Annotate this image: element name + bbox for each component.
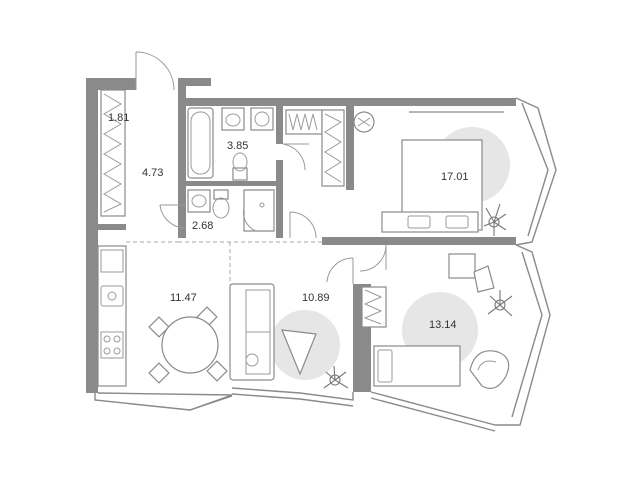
area-label-living: 10.89 — [302, 292, 330, 304]
desk — [448, 253, 495, 293]
zone-separators — [126, 241, 322, 285]
washing-machine — [250, 107, 274, 131]
armchair — [469, 350, 510, 389]
area-label-wardrobe: 1.81 — [108, 112, 129, 124]
shower — [243, 189, 275, 232]
bedroom-2-closet — [361, 286, 387, 328]
wc-toilet — [212, 189, 230, 219]
bathroom-toilet — [232, 152, 248, 181]
plant-living — [323, 365, 349, 389]
bathroom-sink — [221, 107, 245, 131]
doors — [135, 51, 387, 284]
area-label-wc: 2.68 — [192, 220, 213, 232]
wc-sink — [187, 189, 211, 213]
hall-closet — [100, 89, 126, 217]
coffee-table — [281, 329, 317, 376]
bedroom-1-closet — [285, 109, 345, 187]
bedroom-2-bed — [373, 345, 461, 387]
sofa — [229, 283, 275, 381]
bathtub — [187, 107, 214, 179]
bedroom-1-lamp — [353, 111, 375, 133]
area-label-hall: 4.73 — [142, 167, 163, 179]
area-label-bedroom-1: 17.01 — [441, 171, 469, 183]
area-label-bedroom-2: 13.14 — [429, 319, 457, 331]
area-label-kitchen-living: 11.47 — [170, 292, 197, 304]
dining-table — [148, 306, 228, 384]
bedroom-1-bed — [381, 139, 483, 233]
area-label-bathroom: 3.85 — [227, 140, 248, 152]
plant-bedroom-2 — [487, 290, 513, 317]
plant-bedroom-1 — [483, 203, 507, 236]
walls — [86, 78, 516, 393]
kitchen-counter — [97, 245, 127, 387]
exterior-walls — [94, 97, 557, 432]
